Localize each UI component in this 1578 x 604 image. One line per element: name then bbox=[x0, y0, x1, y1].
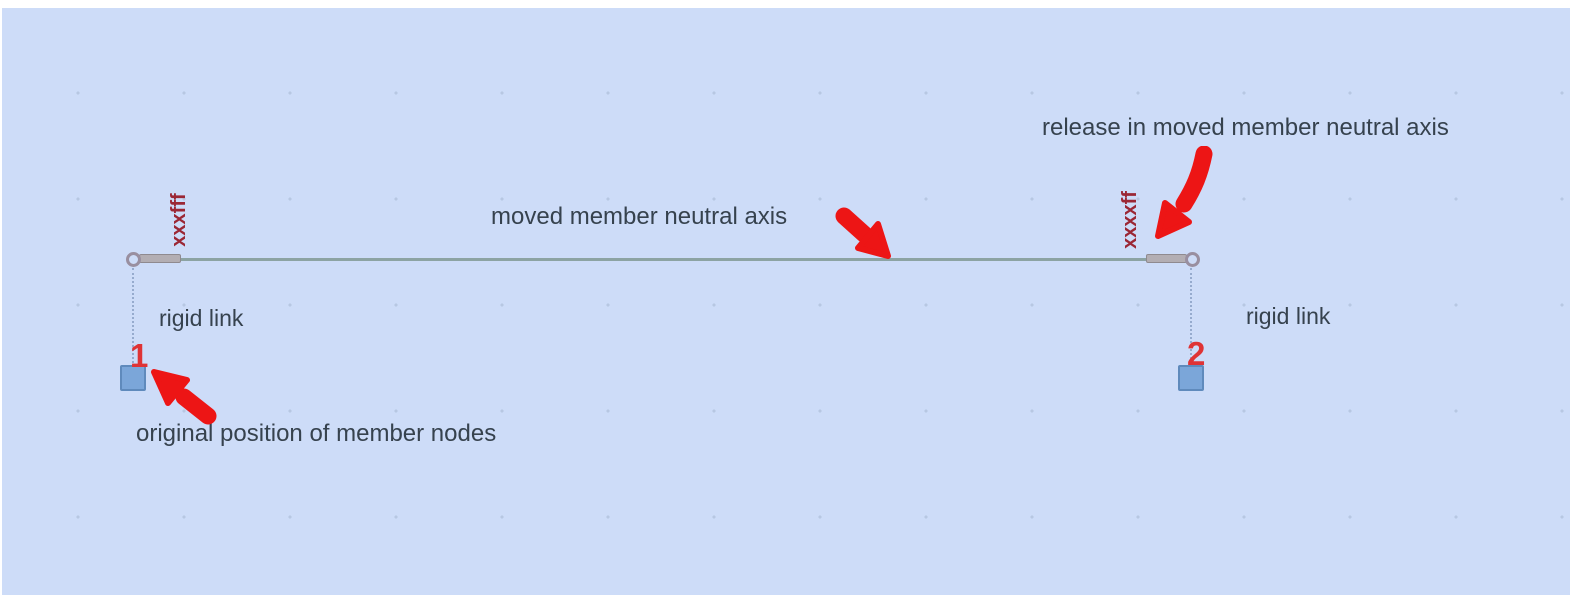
arrow-up-left-icon bbox=[151, 369, 217, 425]
member-end-stiff-segment bbox=[1146, 254, 1187, 263]
release-annotation: release in moved member neutral axis bbox=[1042, 114, 1449, 141]
moved-axis-annotation: moved member neutral axis bbox=[491, 203, 788, 230]
rigid-link-annotation-left: rigid link bbox=[159, 305, 244, 331]
node-1-label: 1 bbox=[130, 337, 149, 374]
start-release-code: xxxfff bbox=[168, 193, 190, 247]
node-2-marker[interactable] bbox=[1178, 365, 1204, 391]
arrow-down-right-icon bbox=[835, 207, 891, 259]
end-release-code: xxxxff bbox=[1119, 191, 1141, 249]
original-nodes-annotation: original position of member nodes bbox=[136, 420, 497, 447]
rigid-link-line-left bbox=[132, 268, 134, 363]
rigid-link-annotation-right: rigid link bbox=[1246, 303, 1331, 329]
rigid-link-line-right bbox=[1190, 268, 1192, 363]
member-start-hinge-circle[interactable] bbox=[126, 252, 141, 267]
model-canvas[interactable]: 1 2 xxxfff xxxxff moved member neutral a… bbox=[2, 8, 1570, 595]
arrow-down-left-icon bbox=[1155, 146, 1213, 239]
node-2-label: 2 bbox=[1187, 335, 1206, 372]
member-neutral-axis-line[interactable] bbox=[133, 258, 1192, 261]
member-end-hinge-circle[interactable] bbox=[1185, 252, 1200, 267]
node-1-marker[interactable] bbox=[120, 365, 146, 391]
